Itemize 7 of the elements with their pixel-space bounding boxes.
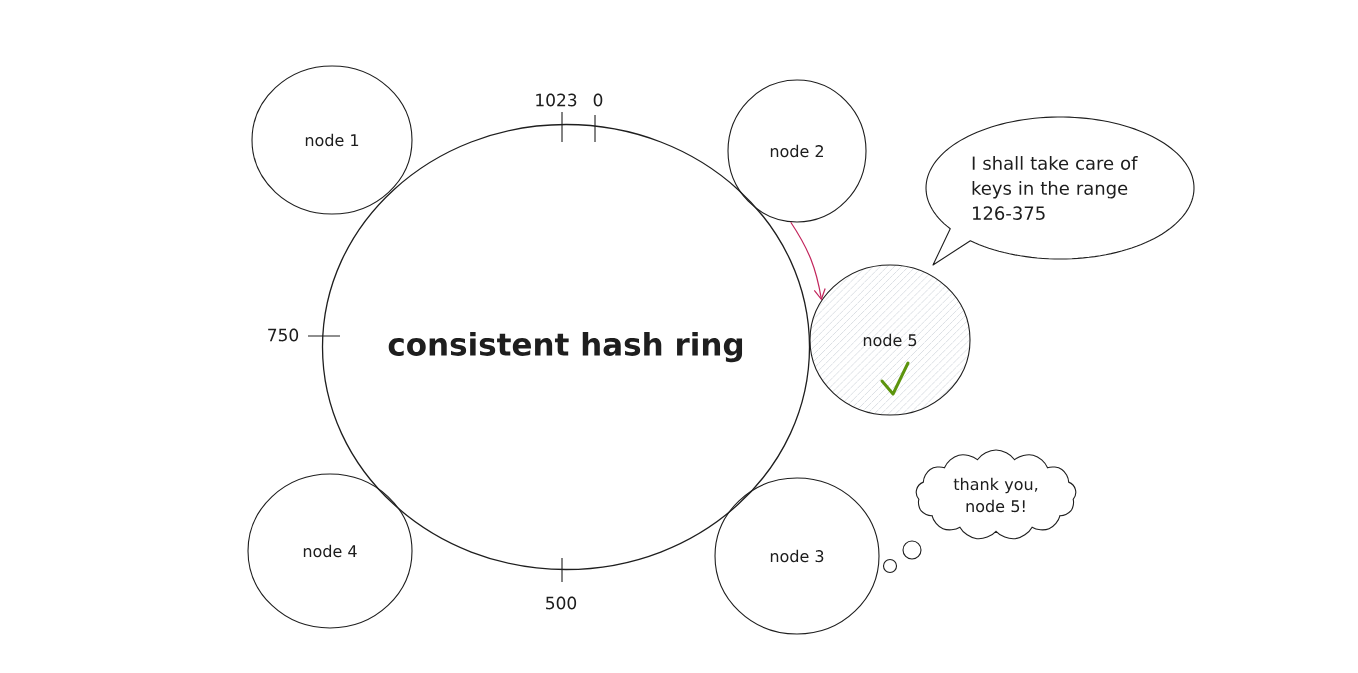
tick-label: 0	[593, 93, 603, 107]
thought-bubble: thank you, node 5!	[882, 449, 1077, 574]
arrow	[790, 221, 826, 301]
tick-label: 500	[546, 596, 577, 610]
speech-bubble: I shall take care of keys in the range 126-375	[925, 116, 1195, 266]
tick-label: 750	[268, 328, 299, 342]
tick-label: 1023	[536, 93, 577, 107]
